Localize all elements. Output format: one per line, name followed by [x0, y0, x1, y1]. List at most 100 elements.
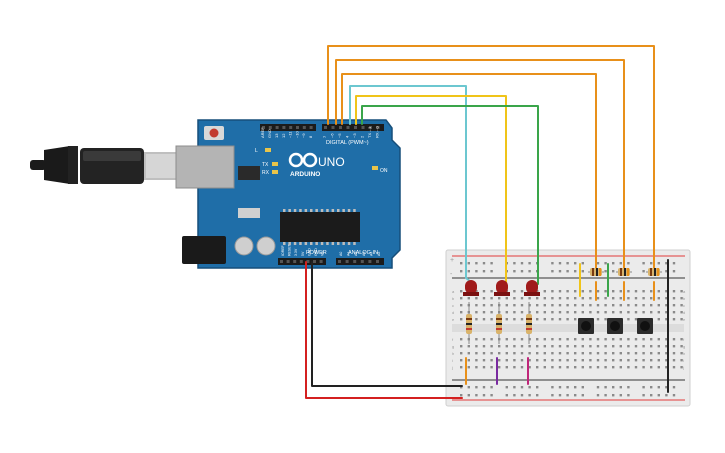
breadboard-hole	[482, 359, 486, 362]
arduino-logo	[288, 152, 318, 168]
breadboard-hole	[589, 366, 592, 369]
breadboard-hole	[566, 338, 569, 341]
breadboard-hole	[650, 366, 653, 369]
breadboard-hole	[490, 345, 493, 348]
digital-pin-label: ~6	[330, 133, 335, 138]
breadboard-hole	[566, 345, 569, 348]
led-2[interactable]	[494, 280, 510, 296]
breadboard-hole	[536, 297, 539, 300]
breadboard-hole	[627, 297, 630, 300]
wire-orange-2[interactable]	[335, 59, 625, 269]
breadboard-hole	[528, 345, 531, 348]
rail-hole	[650, 262, 653, 265]
breadboard-hole	[634, 345, 638, 348]
resistor-6[interactable]	[646, 268, 662, 276]
breadboard-hole	[657, 290, 660, 293]
rail-hole	[627, 394, 630, 397]
breadboard-hole	[543, 297, 546, 300]
breadboard-hole	[460, 304, 463, 307]
breadboard-hole	[604, 304, 607, 307]
rail-hole	[467, 394, 470, 397]
breadboard-hole	[566, 318, 569, 321]
rail-plus-label: +	[450, 257, 454, 264]
breadboard-hole	[505, 359, 508, 362]
breadboard-hole	[680, 359, 683, 362]
breadboard-hole	[551, 345, 554, 348]
led-1[interactable]	[463, 280, 479, 296]
wire-black-gnd[interactable]	[311, 261, 463, 387]
breadboard-hole	[672, 318, 676, 321]
resistor-2[interactable]	[496, 302, 502, 344]
header-hole	[302, 126, 306, 129]
chip-pin	[288, 209, 291, 212]
digital-pin-label: 12	[281, 133, 286, 138]
breadboard-hole	[513, 359, 516, 362]
header-hole	[313, 260, 316, 263]
breadboard-hole	[619, 366, 622, 369]
power-pin-label: IOREF	[281, 245, 285, 256]
wire-orange-3[interactable]	[341, 73, 597, 269]
digital-label: DIGITAL (PWM~)	[326, 140, 369, 146]
breadboard-hole	[612, 290, 615, 293]
wire-orange-1[interactable]	[327, 45, 655, 269]
breadboard-hole	[604, 290, 607, 293]
rail-hole	[612, 386, 615, 389]
wire-red-5v[interactable]	[305, 261, 463, 399]
header-hole	[268, 126, 272, 129]
breadboard-hole	[520, 290, 524, 293]
chip-pin	[304, 242, 308, 245]
breadboard-hole	[543, 366, 546, 369]
analog-pin-label: A1	[347, 252, 351, 256]
breadboard-hole	[596, 352, 600, 355]
breadboard-hole	[543, 352, 546, 355]
breadboard-hole	[536, 352, 539, 355]
breadboard-hole	[604, 366, 607, 369]
column-label: i	[452, 358, 453, 363]
rail-hole	[642, 262, 645, 265]
breadboard-hole	[528, 338, 531, 341]
rail-hole	[672, 270, 676, 273]
breadboard-hole	[551, 297, 554, 300]
breadboard-hole	[558, 345, 562, 348]
wire-yellow[interactable]	[355, 95, 507, 285]
rail-hole	[612, 270, 615, 273]
arduino-board[interactable]: UNO ARDUINO DIGITAL (PWM~) POWER ANALOG …	[175, 119, 401, 269]
header-hole	[280, 260, 283, 263]
resistor-4[interactable]	[588, 268, 604, 276]
breadboard-hole	[627, 290, 630, 293]
column-label: g	[452, 344, 454, 349]
chip-small	[238, 166, 260, 180]
breadboard-hole	[665, 290, 668, 293]
resistor-3[interactable]	[526, 302, 532, 344]
rail-hole	[642, 394, 645, 397]
rail-hole	[581, 394, 584, 397]
rail-hole	[482, 262, 486, 265]
breadboard-hole	[680, 345, 683, 348]
pushbutton-3[interactable]	[637, 318, 653, 334]
breadboard-hole	[574, 290, 577, 293]
breadboard-hole	[665, 338, 668, 341]
led-3[interactable]	[524, 280, 540, 296]
rail-hole	[566, 394, 569, 397]
power-pin-label: GND	[314, 248, 318, 256]
rail-hole	[650, 394, 653, 397]
wire-green[interactable]	[361, 105, 539, 285]
breadboard-hole	[536, 359, 539, 362]
breadboard-hole	[543, 338, 546, 341]
breadboard-hole	[680, 304, 683, 307]
rail-hole	[574, 386, 577, 389]
header-hole	[289, 126, 293, 129]
pushbutton-1[interactable]	[578, 318, 594, 334]
breadboard-hole	[665, 297, 668, 300]
chip-pin	[310, 242, 313, 245]
breadboard-hole	[650, 338, 653, 341]
header-hole	[282, 126, 286, 129]
resistor-5[interactable]	[616, 268, 632, 276]
breadboard-hole	[657, 345, 660, 348]
rail-hole	[490, 270, 493, 273]
rail-hole	[528, 270, 531, 273]
breadboard-hole	[665, 366, 668, 369]
pushbutton-2[interactable]	[607, 318, 623, 334]
components	[463, 268, 662, 344]
resistor-1[interactable]	[466, 302, 472, 344]
